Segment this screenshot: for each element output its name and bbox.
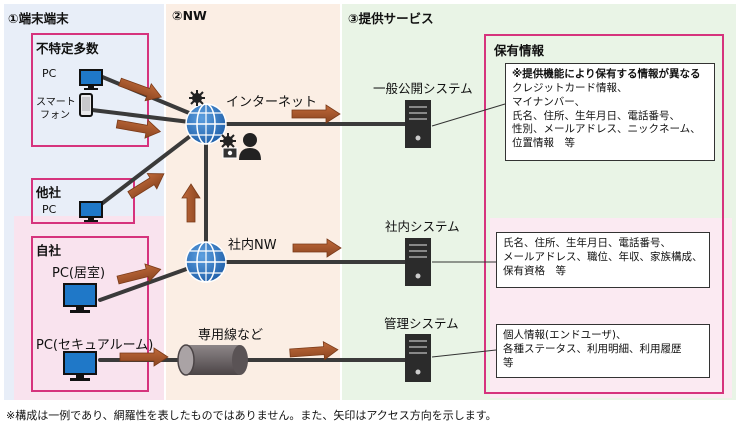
arrow-internal-to-internet (181, 183, 201, 223)
arrow-other-internet (127, 173, 165, 199)
arrow-to-internal (292, 238, 342, 258)
connection-lines (90, 74, 420, 362)
arrow-home-internal (116, 263, 162, 285)
internal-nw-label: 社内NW (228, 238, 277, 253)
public-server-icon (405, 100, 431, 148)
home-pc-label: PC(居室) (52, 266, 106, 281)
internal-info-line: 保有資格 等 (503, 264, 566, 277)
section-title-terminal: ①端末端末 (8, 11, 69, 26)
other-pc-label: PC (42, 203, 57, 216)
public-info-box: ※提供機能により保有する情報が異なる クレジットカード情報、 マイナンバー、 氏… (505, 63, 715, 161)
home-pc-icon (63, 283, 97, 313)
public-info-line: 性別、メールアドレス、ニックネーム、 (512, 123, 701, 136)
internal-info-box: 氏名、住所、生年月日、電話番号、 メールアドレス、職位、年収、家族構成、 保有資… (496, 232, 710, 288)
other-company-group-title: 他社 (36, 185, 62, 200)
virus-icon (189, 90, 205, 106)
arrow-smartphone-internet (115, 119, 162, 139)
management-system-label: 管理システム (384, 316, 459, 331)
section-title-service: ③提供サービス (348, 11, 434, 26)
holding-info-group-title: 保有情報 (494, 43, 545, 58)
smartphone-icon (79, 93, 93, 117)
pc-icon (79, 69, 103, 90)
callout-lines (431, 103, 506, 358)
public-info-note: ※提供機能により保有する情報が異なる (512, 68, 701, 80)
secure-pc-label: PC(セキュアルーム) (36, 338, 154, 353)
holding-info-group-box (484, 34, 724, 394)
own-company-group-title: 自社 (36, 243, 62, 258)
smartphone-label-line2: フォン (40, 110, 70, 121)
management-info-line: 個人情報(エンドユーザ)、 (503, 329, 627, 341)
secure-pc-icon (63, 351, 97, 381)
line-other-internet (98, 122, 208, 207)
management-info-line: 各種ステータス、利用明細、利用履歴 (503, 342, 682, 355)
leased-line-tube (177, 344, 248, 376)
pc-label: PC (42, 67, 57, 80)
management-info-box: 個人情報(エンドユーザ)、 各種ステータス、利用明細、利用履歴 等 (496, 324, 710, 378)
own-company-group-box (31, 236, 149, 392)
public-info-line: クレジットカード情報、 (512, 81, 628, 94)
footnote: ※構成は一例であり、網羅性を表したものではありません。また、矢印はアクセス方向を… (6, 409, 497, 422)
internal-info-line: 氏名、住所、生年月日、電話番号、 (503, 237, 671, 249)
access-arrows (115, 77, 342, 367)
unspecified-group-title: 不特定多数 (36, 41, 99, 56)
internal-nw-globe-icon (185, 241, 227, 283)
virus-icon (220, 133, 236, 149)
leased-line-label: 専用線など (198, 328, 264, 343)
other-company-group-box (31, 178, 135, 224)
management-info-line: 等 (503, 356, 514, 369)
attacker-icon (222, 133, 261, 160)
public-system-label: 一般公開システム (373, 81, 473, 96)
internal-server-icon (405, 238, 431, 286)
public-info-line: マイナンバー、 (512, 95, 586, 108)
other-pc-icon (79, 201, 103, 222)
arrow-to-management (289, 340, 339, 361)
internet-label: インターネット (226, 95, 318, 110)
public-info-line: 氏名、住所、生年月日、電話番号、 (512, 109, 680, 122)
internal-system-label: 社内システム (385, 219, 460, 234)
management-server-icon (405, 334, 431, 382)
internal-info-line: メールアドレス、職位、年収、家族構成、 (503, 250, 703, 263)
internet-globe-icon (185, 103, 227, 145)
public-info-line: 位置情報 等 (512, 137, 575, 150)
arrow-to-public (291, 104, 341, 124)
arrow-secure-leased (119, 347, 169, 367)
smartphone-label-line1: スマート (36, 97, 76, 108)
section-title-nw: ②NW (172, 8, 207, 23)
arrow-pc-internet (118, 77, 163, 102)
